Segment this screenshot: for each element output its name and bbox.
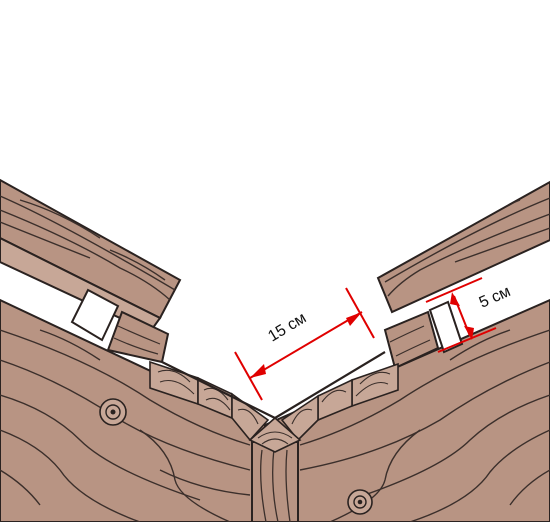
v-gap-edge-right bbox=[274, 351, 386, 419]
knot-right bbox=[347, 489, 373, 515]
dim-arrowhead-bottom bbox=[464, 326, 474, 340]
upper-left-log bbox=[0, 178, 182, 334]
corner-end-grain bbox=[248, 416, 302, 453]
dim-arrowhead-top bbox=[450, 292, 460, 306]
dim-arrowhead-left bbox=[250, 364, 266, 378]
dimension-5cm: 5 см bbox=[425, 277, 513, 353]
knot-left bbox=[99, 398, 127, 426]
dimension-label-5cm: 5 см bbox=[477, 283, 513, 312]
v-gap-edge-left bbox=[161, 361, 276, 419]
upper-right-log bbox=[376, 180, 550, 314]
right-end-grain-blocks bbox=[280, 362, 399, 442]
left-end-grain-blocks bbox=[149, 360, 270, 442]
right-slot-opening bbox=[428, 300, 464, 354]
dim-arrowhead-right bbox=[346, 312, 362, 326]
left-slot-opening bbox=[70, 288, 120, 342]
dimension-label-15cm: 15 см bbox=[265, 310, 309, 346]
left-tenon-block bbox=[106, 310, 170, 364]
corner-post bbox=[251, 441, 299, 522]
